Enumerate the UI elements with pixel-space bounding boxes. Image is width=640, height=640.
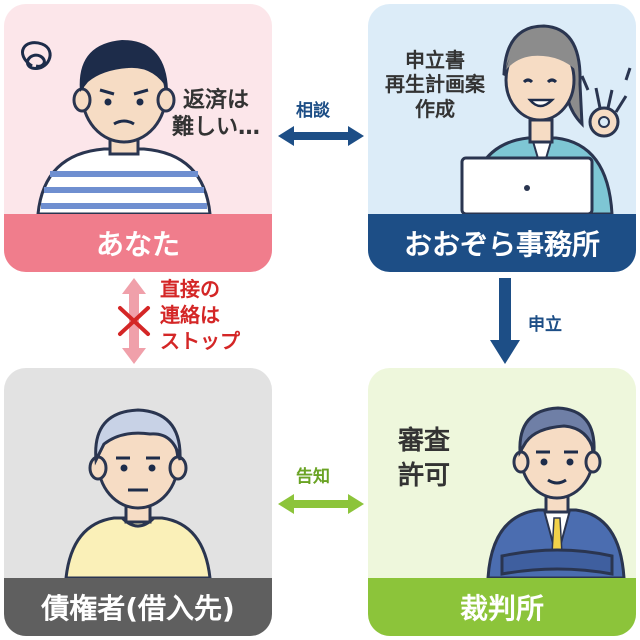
court-speech-line1: 審査 bbox=[398, 426, 451, 456]
card-office-label: おおぞら事務所 bbox=[368, 214, 636, 272]
you-speech-line2: 難しい… bbox=[172, 114, 261, 140]
stop-note: 直接の 連絡は ストップ bbox=[160, 276, 240, 354]
cross-mark-icon bbox=[118, 306, 150, 336]
stop-note-line3: ストップ bbox=[160, 329, 240, 353]
court-speech: 審査 許可 bbox=[398, 424, 450, 494]
office-speech-line3: 作成 bbox=[415, 96, 455, 121]
file-label: 申立 bbox=[528, 315, 562, 335]
consult-double-arrow bbox=[278, 126, 364, 146]
you-speech-line1: 返済は bbox=[183, 88, 250, 113]
file-down-arrow bbox=[490, 278, 520, 364]
consult-label: 相談 bbox=[296, 101, 330, 121]
card-you: 返済は 難しい… あなた bbox=[4, 4, 272, 272]
stop-note-line2: 連絡は bbox=[160, 303, 220, 327]
creditor-person-illustration bbox=[64, 408, 212, 578]
stop-note-line1: 直接の bbox=[160, 277, 220, 301]
card-court-label: 裁判所 bbox=[368, 578, 636, 636]
judge-man-illustration bbox=[486, 406, 626, 578]
office-speech: 申立書 再生計画案 作成 bbox=[376, 48, 494, 121]
card-you-label: あなた bbox=[4, 214, 272, 272]
card-office: 申立書 再生計画案 作成 おおぞら事務所 bbox=[368, 4, 636, 272]
office-speech-line1: 申立書 bbox=[405, 48, 465, 72]
card-court: 審査 許可 裁判所 bbox=[368, 368, 636, 636]
worried-person-illustration bbox=[21, 40, 212, 214]
you-speech: 返済は 難しい… bbox=[172, 88, 260, 142]
court-speech-line2: 許可 bbox=[398, 461, 451, 492]
card-creditor-label: 債権者(借入先) bbox=[4, 578, 272, 636]
notify-label: 告知 bbox=[296, 467, 330, 487]
stopped-contact-arrow bbox=[118, 278, 150, 364]
card-creditor: 債権者(借入先) bbox=[4, 368, 272, 636]
staff-woman-illustration bbox=[460, 24, 632, 214]
notify-double-arrow bbox=[278, 494, 364, 514]
office-speech-line2: 再生計画案 bbox=[385, 72, 485, 97]
